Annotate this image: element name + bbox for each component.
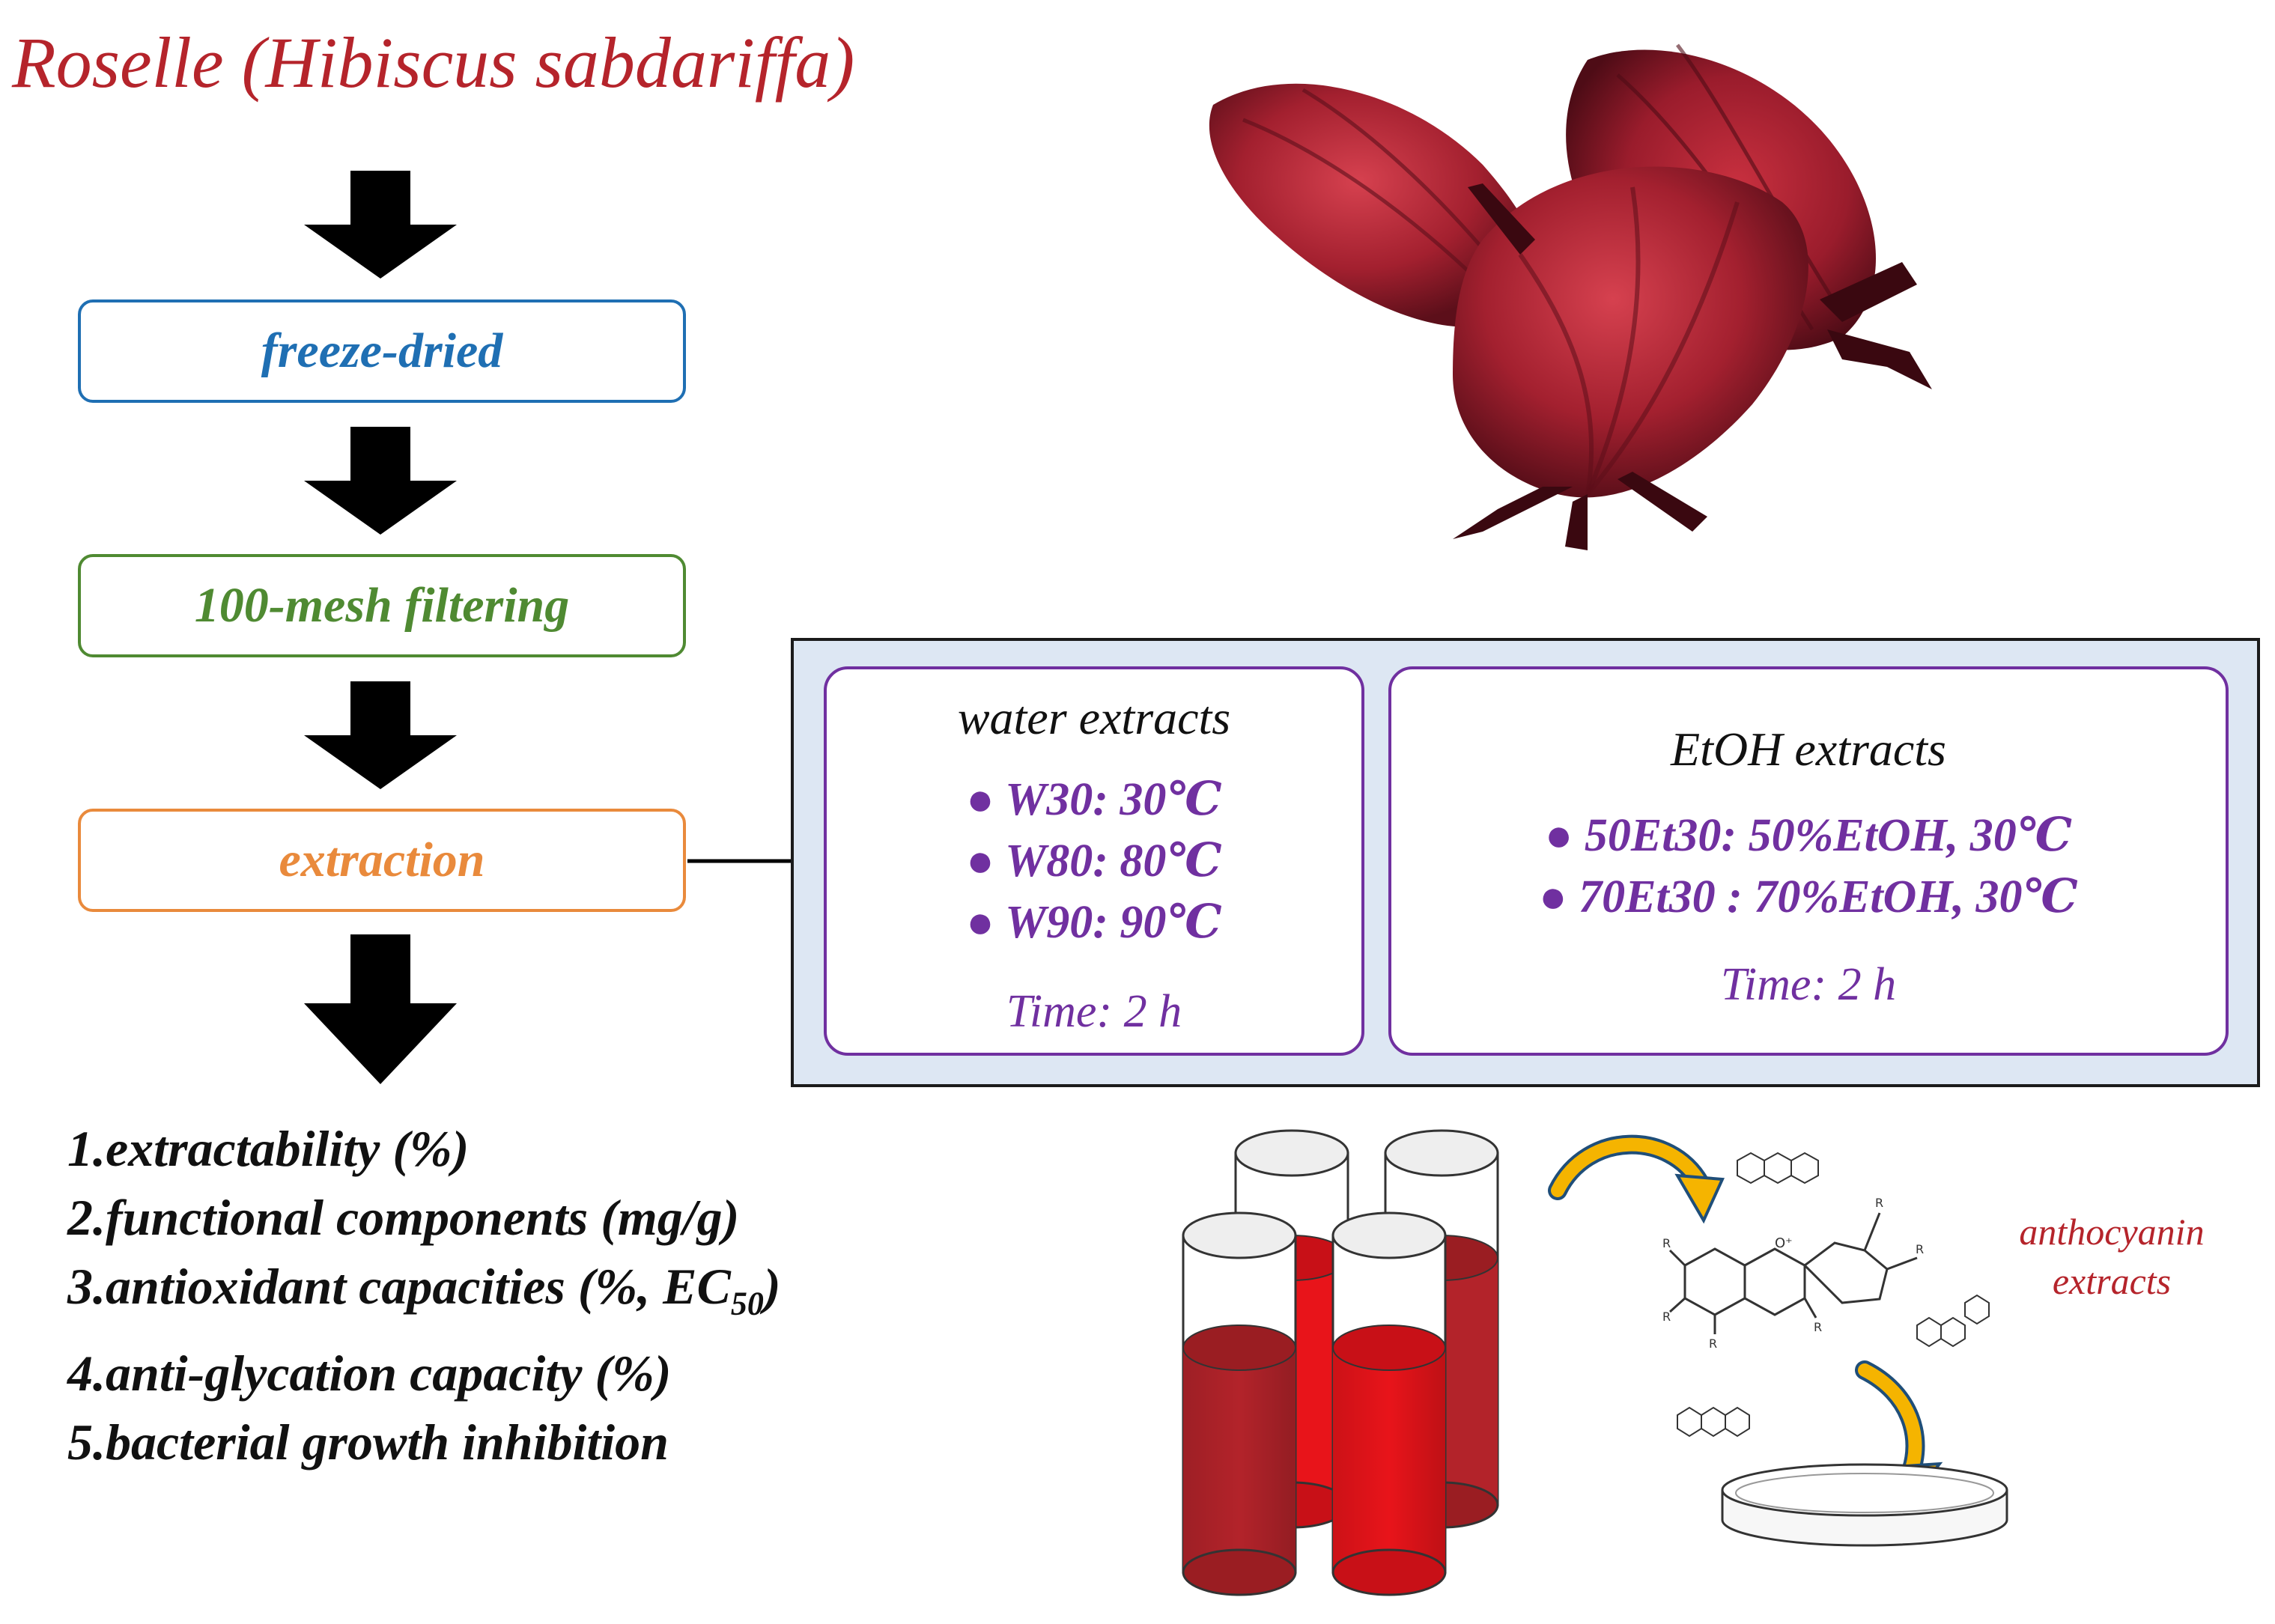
etoh-item-50et30: ● 50Et30: 50%EtOH, 30℃ — [1544, 810, 2073, 861]
water-item-w30: ● W30: 30℃ — [966, 774, 1222, 825]
down-arrow-3 — [304, 681, 457, 789]
bullet-icon: ● — [966, 774, 1006, 825]
outcomes-list: 1.extractability (%) 2.functional compon… — [67, 1114, 781, 1476]
oxonium-label: O⁺ — [1775, 1235, 1793, 1251]
down-arrow-4 — [304, 934, 457, 1084]
r-group-label: R — [1662, 1236, 1671, 1250]
water-extracts-card: water extracts ● W30: 30℃ ● W80: 80℃ ● W… — [824, 666, 1364, 1056]
bullet-icon: ● — [966, 897, 1006, 948]
r-group-label: R — [1916, 1242, 1924, 1256]
small-structure-top — [1737, 1152, 1819, 1184]
test-tube-front-left — [1182, 1211, 1297, 1596]
down-arrow-2 — [304, 427, 457, 535]
calyx-front — [1453, 166, 1808, 550]
etoh-time: Time: 2 h — [1720, 959, 1897, 1010]
bullet-icon: ● — [966, 836, 1006, 886]
page-title: Roselle (Hibiscus sabdariffa) — [12, 22, 855, 103]
etoh-item-70et30: ● 70Et30 : 70%EtOH, 30℃ — [1539, 872, 2078, 922]
step-mesh-filtering: 100-mesh filtering — [78, 554, 686, 657]
outcome-extractability: 1.extractability (%) — [67, 1120, 470, 1177]
water-extracts-heading: water extracts — [957, 691, 1231, 744]
r-group-label: R — [1662, 1310, 1671, 1324]
etoh-extracts-card: EtOH extracts ● 50Et30: 50%EtOH, 30℃ ● 7… — [1388, 666, 2229, 1056]
anthocyanin-extracts-label: anthocyanin extracts — [2019, 1211, 2205, 1302]
test-tubes-image — [1182, 1129, 1499, 1596]
small-structure-right — [1916, 1294, 1990, 1348]
outcome-functional-components: 2.functional components (mg/g) — [67, 1189, 740, 1246]
step-extraction: extraction — [78, 809, 686, 912]
test-tube-front-right — [1331, 1211, 1447, 1596]
small-structure-bottom — [1677, 1406, 1750, 1438]
bullet-icon: ● — [1544, 810, 1585, 861]
r-group-label: R — [1709, 1336, 1717, 1351]
outcome-anti-glycation: 4.anti-glycation capacity (%) — [67, 1344, 672, 1402]
anthocyanin-structures: O⁺ R R R R R R — [1662, 1152, 1990, 1438]
roselle-calyx-image — [1209, 43, 1932, 550]
etoh-extracts-heading: EtOH extracts — [1671, 723, 1946, 776]
bullet-icon: ● — [1539, 872, 1579, 922]
water-time: Time: 2 h — [1006, 986, 1182, 1037]
water-item-w80: ● W80: 80℃ — [966, 836, 1222, 886]
r-group-label: R — [1814, 1320, 1822, 1334]
r-group-label: R — [1875, 1196, 1883, 1210]
water-item-w90: ● W90: 90℃ — [966, 897, 1222, 948]
outcome-bacterial-inhibition: 5.bacterial growth inhibition — [67, 1413, 669, 1471]
down-arrow-1 — [304, 171, 457, 279]
outcome-antioxidant-capacities: 3.antioxidant capacities (%, EC50) — [67, 1258, 781, 1322]
petri-dish-image — [1721, 1463, 2008, 1547]
step-freeze-dried: freeze-dried — [78, 299, 686, 403]
main-structure — [1668, 1212, 1918, 1334]
